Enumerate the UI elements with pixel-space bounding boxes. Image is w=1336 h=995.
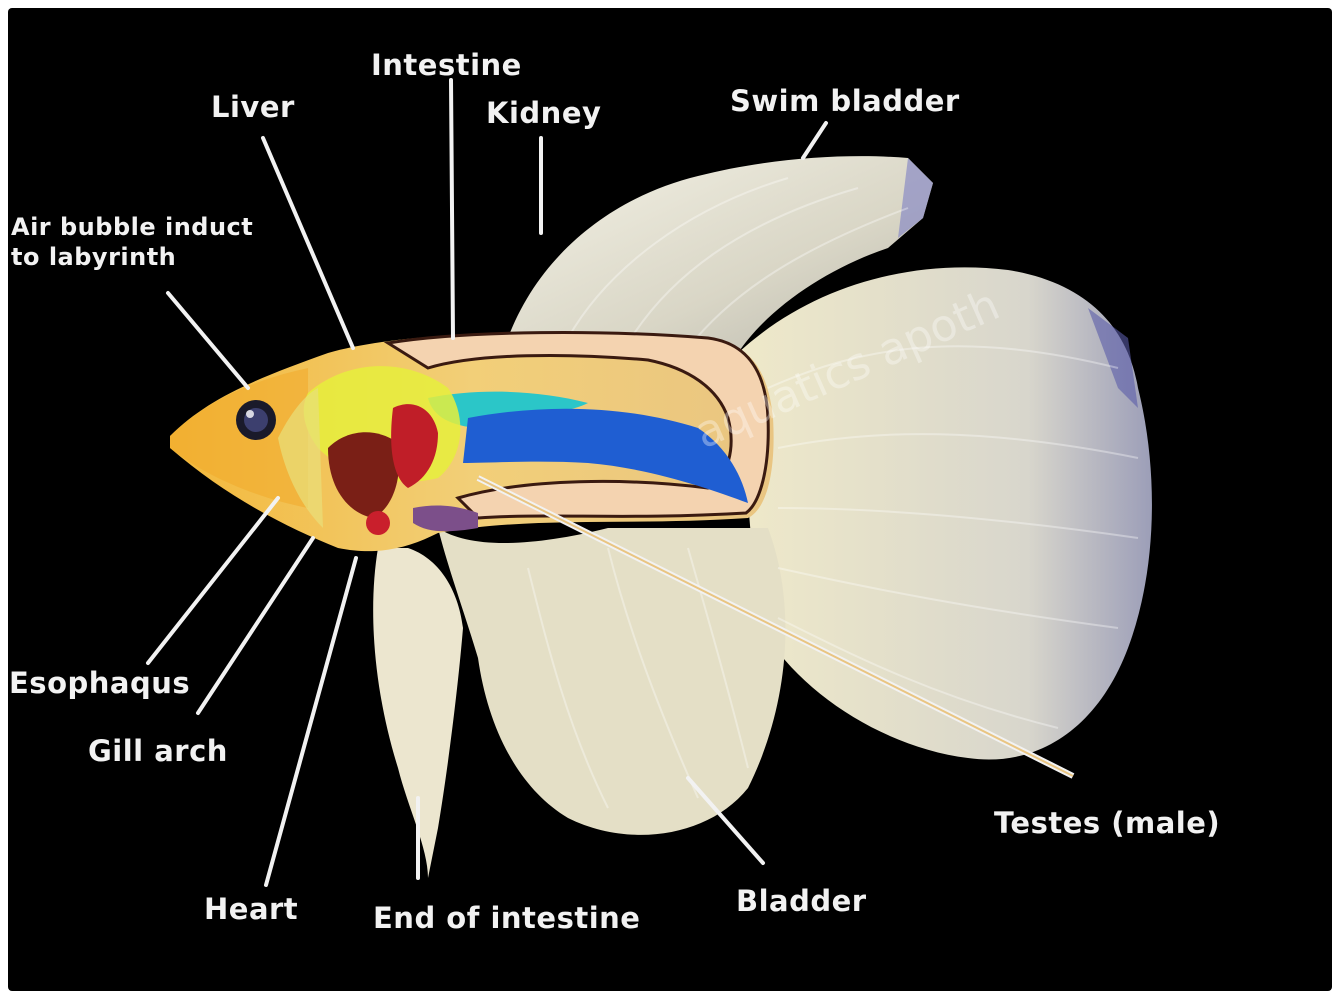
label-gill-arch: Gill arch [88, 734, 228, 768]
label-air-bubble: Air bubble induct to labyrinth [11, 212, 253, 272]
label-esophagus: Esophaqus [9, 666, 190, 700]
heart-pointer [266, 558, 356, 885]
swim-bladder-pointer [803, 123, 826, 158]
label-liver: Liver [211, 90, 295, 124]
intestine-pointer [451, 80, 453, 338]
label-air-bubble-line1: Air bubble induct [11, 212, 253, 242]
label-air-bubble-line2: to labyrinth [11, 242, 253, 272]
liver-pointer [263, 138, 353, 348]
label-intestine: Intestine [371, 48, 522, 82]
gill-arch-pointer [198, 538, 313, 713]
anal-fin [438, 528, 785, 835]
esophagus-pointer [148, 498, 278, 663]
label-end-of-intestine: End of intestine [373, 901, 640, 935]
label-testes: Testes (male) [994, 806, 1220, 840]
diagram-frame: aquatics apoth Intestine Liver Kidney Sw… [8, 8, 1332, 991]
fish-anatomy-illustration [8, 8, 1332, 991]
label-kidney: Kidney [486, 96, 601, 130]
label-heart: Heart [204, 892, 298, 926]
label-bladder: Bladder [736, 884, 867, 918]
label-swim-bladder: Swim bladder [730, 84, 960, 118]
air-bubble-pointer [168, 293, 248, 388]
